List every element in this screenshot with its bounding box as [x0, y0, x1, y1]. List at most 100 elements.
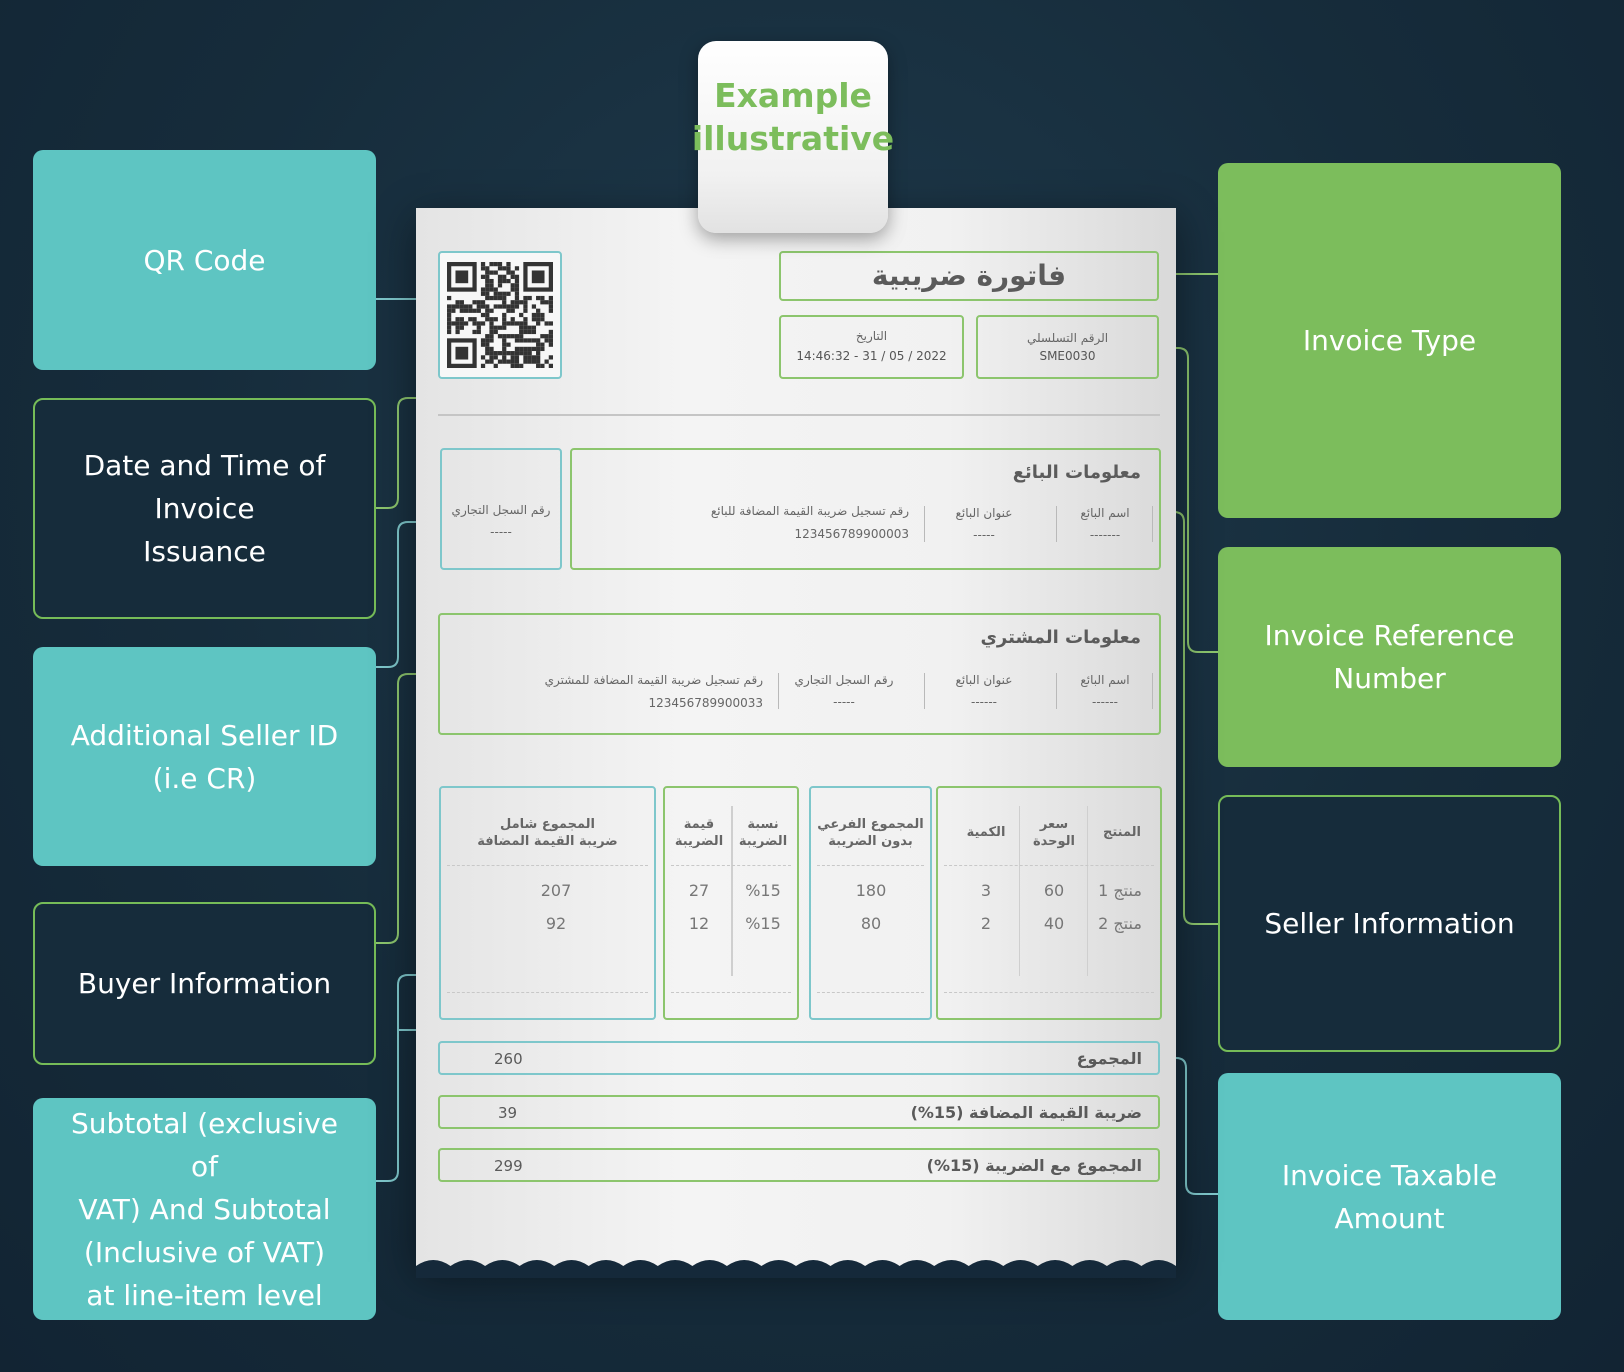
row1-total-incl: 207: [540, 881, 572, 900]
seller-heading: معلومات البائع: [1012, 462, 1141, 483]
row2-tax-amount: 12: [688, 914, 710, 933]
callout-invoice-type: Invoice Type: [1218, 163, 1561, 518]
date-value: 2022 / 05 / 31 - 14:46:32: [796, 349, 947, 363]
row2-quantity: 2: [980, 914, 992, 933]
buyer-vat-label: رقم تسجيل ضريبة القيمة المضافة للمشتري: [544, 673, 763, 687]
row-divider: [671, 865, 791, 866]
total-label: المجموع: [1076, 1049, 1142, 1068]
buyer-cr-label: رقم السجل التجاري: [794, 673, 894, 687]
separator: [1055, 673, 1057, 709]
header-quantity: الكمية: [966, 825, 1006, 840]
example-illustrative-tab: Example illustrative: [692, 41, 894, 233]
total-value: 260: [494, 1050, 523, 1068]
serial-value: SME0030: [1039, 349, 1096, 363]
seller-address-value: -----: [973, 528, 995, 542]
separator: [923, 673, 925, 709]
header-tax-rate: نسبة الضريبة: [738, 817, 788, 849]
date-label: التاريخ: [855, 329, 888, 343]
seller-address-label: عنوان البائع: [955, 506, 1013, 520]
callout-invoice-taxable-amount: Invoice Taxable Amount: [1218, 1073, 1561, 1320]
cr-box: رقم السجل التجاري -----: [440, 448, 562, 570]
header-product: المنتج: [1102, 825, 1142, 840]
invoice-type-box: فاتورة ضريبية: [779, 251, 1159, 301]
buyer-name-label: اسم البائع: [1080, 673, 1130, 687]
torn-edge: [416, 1260, 1176, 1278]
buyer-heading: معلومات المشتري: [980, 627, 1141, 648]
separator: [1055, 506, 1057, 542]
separator: [731, 806, 733, 976]
row1-product: منتج 1: [1098, 881, 1142, 900]
connector-additional-seller-id: [376, 521, 440, 668]
callout-buyer-information: Buyer Information: [33, 902, 376, 1065]
buyer-vat-value: 123456789900033: [648, 696, 763, 710]
row2-unit-price: 40: [1043, 914, 1065, 933]
buyer-info-box: معلومات المشتري اسم البائع ------ عنوان …: [438, 613, 1161, 735]
row-divider: [817, 865, 924, 866]
header-tax-amount: قيمة الضريبة: [674, 817, 724, 849]
row-divider: [944, 992, 1154, 993]
connector-invoice-taxable-amount: [1160, 1057, 1218, 1195]
vat-value: 39: [498, 1104, 518, 1122]
qr-code-box: [438, 251, 562, 379]
serial-number-box: الرقم التسلسلي SME0030: [976, 315, 1159, 379]
row2-product: منتج 2: [1098, 914, 1142, 933]
items-group-subtotal-excl: المجموع الفرعي بدون الضريبة 180 80: [809, 786, 932, 1020]
invoice-paper: فاتورة ضريبية الرقم التسلسلي SME0030 الت…: [416, 208, 1176, 1278]
seller-name-label: اسم البائع: [1080, 506, 1130, 520]
callout-date-time: Date and Time of Invoice Issuance: [33, 398, 376, 619]
header-subtotal-excl: المجموع الفرعي بدون الضريبة: [817, 817, 924, 849]
connector-invoice-reference: [1160, 347, 1218, 653]
header-total-incl: المجموع شامل ضريبة القيمة المضافة: [477, 817, 618, 849]
seller-info-box: معلومات البائع اسم البائع ------- عنوان …: [570, 448, 1161, 570]
seller-vat-value: 123456789900003: [794, 527, 909, 541]
vat-row: ضريبة القيمة المضافة (15%) 39: [438, 1095, 1160, 1129]
callout-subtotal: Subtotal (exclusive of VAT) And Subtotal…: [33, 1098, 376, 1320]
seller-name-value: -------: [1089, 528, 1121, 542]
serial-label: الرقم التسلسلي: [1026, 331, 1109, 345]
row1-quantity: 3: [980, 881, 992, 900]
connector-subtotal: [376, 974, 440, 1182]
callout-seller-information: Seller Information: [1218, 795, 1561, 1052]
callout-invoice-reference: Invoice Reference Number: [1218, 547, 1561, 767]
row1-subtotal-excl: 180: [855, 881, 887, 900]
row2-tax-rate: %15: [745, 914, 781, 933]
row-divider: [817, 992, 924, 993]
row2-subtotal-excl: 80: [860, 914, 882, 933]
connector-seller-information: [1164, 511, 1218, 925]
callout-additional-seller-id: Additional Seller ID (i.e CR): [33, 647, 376, 866]
separator: [1086, 806, 1088, 976]
separator: [1018, 806, 1020, 976]
grand-total-value: 299: [494, 1157, 523, 1175]
buyer-address-label: عنوان البائع: [955, 673, 1013, 687]
callout-qr-code: QR Code: [33, 150, 376, 370]
row2-total-incl: 92: [545, 914, 567, 933]
grand-total-row: المجموع مع الضريبة (15%) 299: [438, 1148, 1160, 1182]
items-group-total-incl: المجموع شامل ضريبة القيمة المضافة 207 92: [439, 786, 656, 1020]
row-divider: [944, 865, 1154, 866]
date-box: التاريخ 2022 / 05 / 31 - 14:46:32: [779, 315, 964, 379]
row1-tax-rate: %15: [745, 881, 781, 900]
grand-total-label: المجموع مع الضريبة (15%): [926, 1156, 1142, 1175]
separator: [923, 506, 925, 542]
items-group-tax: نسبة الضريبة قيمة الضريبة %15 27 %15 12: [663, 786, 799, 1020]
cr-label: رقم السجل التجاري: [451, 503, 551, 517]
connector-buyer-information: [376, 673, 440, 944]
separator: [1151, 673, 1153, 709]
invoice-title: فاتورة ضريبية: [871, 259, 1067, 292]
buyer-cr-value: -----: [833, 695, 855, 709]
row1-unit-price: 60: [1043, 881, 1065, 900]
buyer-name-value: ------: [1092, 695, 1118, 709]
vat-label: ضريبة القيمة المضافة (15%): [910, 1103, 1142, 1122]
buyer-address-value: ------: [971, 695, 997, 709]
row-divider: [447, 992, 648, 993]
divider: [438, 414, 1160, 416]
header-unit-price: سعر الوحدة: [1032, 817, 1076, 849]
seller-vat-label: رقم تسجيل ضريبة القيمة المضافة للبائع: [710, 504, 909, 518]
separator: [777, 673, 779, 709]
row-divider: [447, 865, 648, 866]
items-group-product: المنتج سعر الوحدة الكمية منتج 1 60 3 منت…: [936, 786, 1162, 1020]
row-divider: [671, 992, 791, 993]
total-row: المجموع 260: [438, 1041, 1160, 1075]
row1-tax-amount: 27: [688, 881, 710, 900]
separator: [1151, 506, 1153, 542]
